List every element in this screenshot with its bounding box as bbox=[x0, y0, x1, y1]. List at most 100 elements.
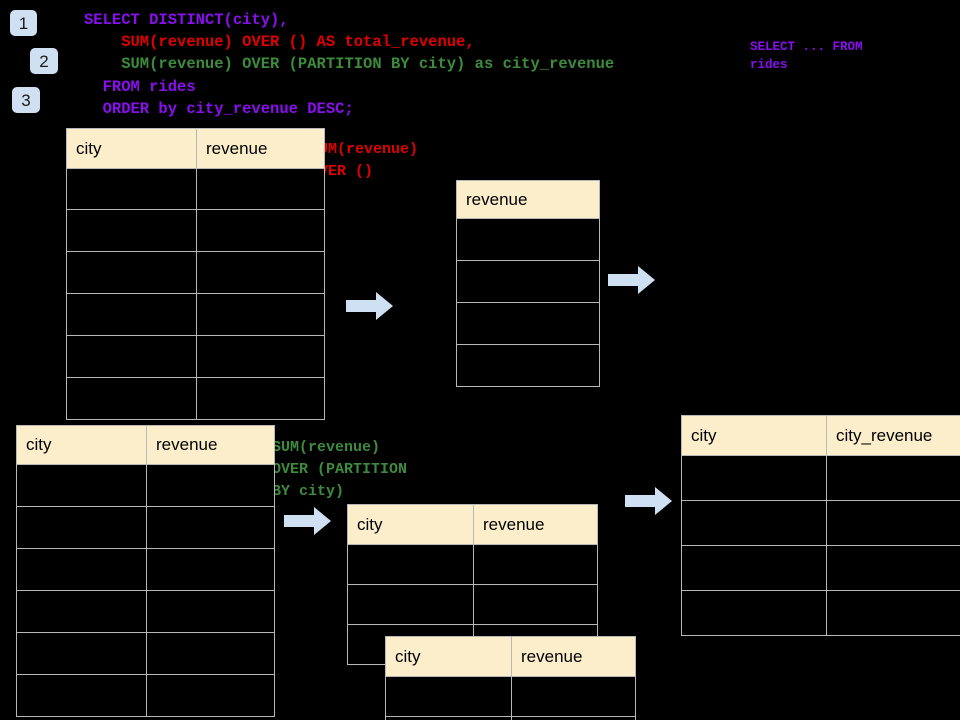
arrow-right-icon-4 bbox=[625, 487, 672, 515]
table-cell bbox=[826, 590, 960, 636]
step-badge-3: 3 bbox=[12, 87, 40, 113]
arrow-right-icon-2 bbox=[608, 266, 655, 294]
table-cell bbox=[347, 544, 474, 585]
table-header-row: revenue bbox=[456, 180, 600, 219]
table-cell bbox=[16, 590, 147, 633]
table-row bbox=[681, 590, 960, 636]
table-header-row: city city_revenue bbox=[681, 415, 960, 456]
step-badge-1-label: 1 bbox=[18, 13, 29, 33]
step-badge-2-label: 2 bbox=[39, 51, 49, 71]
annotation-over-partition: SUM(revenue) OVER (PARTITION BY city) bbox=[272, 439, 408, 500]
table-cell bbox=[511, 716, 636, 720]
table-cell bbox=[456, 218, 600, 261]
table-cell bbox=[826, 455, 960, 501]
column-header-revenue: revenue bbox=[473, 504, 598, 545]
table-header-row: city revenue bbox=[66, 128, 325, 169]
table-cell bbox=[681, 590, 827, 636]
table-cell bbox=[456, 260, 600, 303]
table-header-row: city revenue bbox=[16, 425, 275, 465]
table-cell bbox=[16, 506, 147, 549]
side-note-select-from-rides: SELECT ... FROM rides bbox=[750, 40, 863, 73]
column-header-city: city bbox=[66, 128, 197, 169]
step-badge-1: 1 bbox=[10, 10, 37, 36]
table-header-row: city revenue bbox=[347, 504, 598, 545]
table-cell bbox=[826, 500, 960, 546]
annotation-over-empty: SUM(revenue) OVER () bbox=[310, 141, 419, 180]
table-row bbox=[681, 455, 960, 501]
table-cell bbox=[16, 674, 147, 717]
table-cell bbox=[473, 544, 598, 585]
table-row bbox=[456, 218, 600, 261]
table-cell bbox=[146, 632, 275, 675]
column-header-revenue: revenue bbox=[146, 425, 275, 465]
table-row bbox=[681, 545, 960, 591]
table-source-top: city revenue bbox=[66, 128, 325, 420]
table-cell bbox=[146, 674, 275, 717]
table-cell bbox=[826, 545, 960, 591]
arrow-right-icon-3 bbox=[284, 507, 331, 535]
table-cell bbox=[385, 716, 512, 720]
table-cell bbox=[473, 584, 598, 625]
table-cell bbox=[66, 168, 197, 210]
column-header-city: city bbox=[385, 636, 512, 677]
table-header-row: city revenue bbox=[385, 636, 636, 677]
table-cell bbox=[146, 590, 275, 633]
table-cell bbox=[196, 168, 325, 210]
table-row bbox=[347, 584, 598, 625]
table-cell bbox=[66, 335, 197, 378]
table-cell bbox=[196, 377, 325, 420]
table-row bbox=[456, 344, 600, 387]
table-row bbox=[16, 548, 275, 591]
table-cell bbox=[146, 548, 275, 591]
query-line-total-revenue: SUM(revenue) OVER () AS total_revenue, bbox=[84, 33, 475, 51]
query-line-order-by: ORDER by city_revenue DESC; bbox=[84, 100, 354, 118]
table-cell bbox=[196, 251, 325, 294]
table-cell bbox=[146, 464, 275, 507]
table-row bbox=[66, 209, 325, 252]
table-cell bbox=[196, 293, 325, 336]
table-cell bbox=[196, 209, 325, 252]
table-row bbox=[66, 251, 325, 294]
table-cell bbox=[681, 455, 827, 501]
table-cell bbox=[456, 302, 600, 345]
table-row bbox=[66, 293, 325, 336]
table-row bbox=[385, 716, 636, 720]
arrow-right-icon-1 bbox=[346, 292, 393, 320]
table-partition-front: city revenue bbox=[385, 636, 636, 720]
table-row bbox=[16, 590, 275, 633]
table-row bbox=[16, 632, 275, 675]
column-header-city: city bbox=[16, 425, 147, 465]
column-header-revenue: revenue bbox=[456, 180, 600, 219]
table-row bbox=[456, 302, 600, 345]
table-cell bbox=[66, 377, 197, 420]
table-row bbox=[66, 377, 325, 420]
step-badge-3-label: 3 bbox=[21, 90, 31, 110]
table-cell bbox=[16, 464, 147, 507]
table-cell bbox=[681, 500, 827, 546]
table-cell bbox=[66, 209, 197, 252]
column-header-city: city bbox=[347, 504, 474, 545]
column-header-revenue: revenue bbox=[511, 636, 636, 677]
table-row bbox=[16, 674, 275, 717]
table-row bbox=[456, 260, 600, 303]
table-row bbox=[66, 335, 325, 378]
table-total-revenue: revenue bbox=[456, 180, 600, 387]
table-cell bbox=[196, 335, 325, 378]
table-cell bbox=[66, 293, 197, 336]
table-source-bottom: city revenue bbox=[16, 425, 275, 717]
table-cell bbox=[347, 584, 474, 625]
column-header-city-revenue: city_revenue bbox=[826, 415, 960, 456]
table-cell bbox=[16, 548, 147, 591]
table-row bbox=[66, 168, 325, 210]
table-cell bbox=[511, 676, 636, 717]
table-row bbox=[16, 506, 275, 549]
column-header-revenue: revenue bbox=[196, 128, 325, 169]
table-cell bbox=[681, 545, 827, 591]
table-cell bbox=[456, 344, 600, 387]
table-row bbox=[16, 464, 275, 507]
table-row bbox=[681, 500, 960, 546]
table-row bbox=[347, 544, 598, 585]
query-line-city-revenue: SUM(revenue) OVER (PARTITION BY city) as… bbox=[84, 55, 615, 73]
query-line-select: SELECT DISTINCT(city), bbox=[84, 11, 289, 29]
